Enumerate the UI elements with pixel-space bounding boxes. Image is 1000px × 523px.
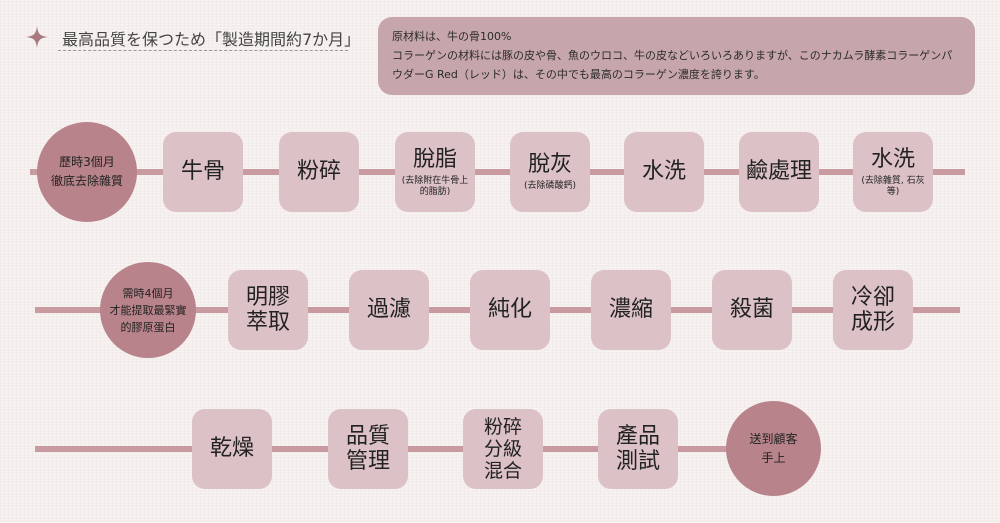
title-underline: [58, 50, 348, 51]
step-label: 過濾: [366, 297, 411, 322]
circle-text: 徹底去除雜質: [50, 174, 123, 188]
step-alkali: 鹼處理: [739, 132, 819, 212]
step-crush: 粉碎: [279, 132, 359, 212]
step-label: 分級: [483, 438, 522, 460]
phase-circle-1: 歷時3個月徹底去除雜質: [37, 122, 137, 222]
note-line: コラーゲンの材料には豚の皮や骨、魚のウロコ、牛の皮などいろいろありますが、このナ…: [392, 49, 953, 62]
step-sub: (去除磷酸鈣): [523, 181, 577, 191]
step-label: 成形: [850, 310, 895, 335]
step-label: 萃取: [245, 310, 290, 335]
circle-text: 歷時3個月: [59, 155, 115, 169]
step-product-test: 產品測試: [598, 409, 678, 489]
step-filter: 過濾: [349, 270, 429, 350]
step-label: 產品: [615, 424, 660, 449]
step-label: 濃縮: [608, 297, 653, 322]
step-label: 脫脂: [412, 146, 457, 172]
step-dry: 乾燥: [192, 409, 272, 489]
step-label: 乾燥: [209, 436, 254, 461]
step-label: 粉碎: [483, 416, 522, 438]
step-wash: 水洗: [624, 132, 704, 212]
step-label: 牛骨: [180, 159, 225, 184]
step-label: 測試: [615, 449, 660, 474]
step-sub: (去除附在牛骨上的脂肪): [401, 175, 469, 197]
step-purify: 純化: [470, 270, 550, 350]
connector-line: [30, 169, 965, 175]
step-cattle-bone: 牛骨: [163, 132, 243, 212]
step-label: 冷卻: [850, 285, 895, 310]
step-grind-grade-mix: 粉碎分級混合: [463, 409, 543, 489]
phase-circle-2: 需時4個月才能提取最緊實的膠原蛋白: [100, 262, 196, 358]
page-title: 最高品質を保つため「製造期間約7か月」: [62, 30, 361, 49]
circle-text: 需時4個月: [122, 286, 174, 300]
step-label: 管理: [345, 449, 390, 474]
step-concentrate: 濃縮: [591, 270, 671, 350]
step-quality-control: 品質管理: [328, 409, 408, 489]
sparkle-icon: [26, 26, 48, 48]
step-decalcify: 脫灰 (去除磷酸鈣): [510, 132, 590, 212]
circle-text: 才能提取最緊實: [109, 303, 187, 317]
phase-circle-3: 送到顧客手上: [726, 401, 821, 496]
step-label: 明膠: [245, 285, 290, 310]
info-note: 原材料は、牛の骨100% コラーゲンの材料には豚の皮や骨、魚のウロコ、牛の皮など…: [378, 17, 975, 95]
step-label: 殺菌: [729, 297, 774, 322]
step-label: 脫灰: [527, 152, 572, 177]
step-label: 鹼處理: [745, 159, 812, 184]
step-label: 混合: [483, 460, 522, 482]
circle-text: 送到顧客: [749, 431, 798, 446]
step-label: 粉碎: [296, 159, 341, 184]
step-label: 品質: [345, 424, 390, 449]
step-sterilize: 殺菌: [712, 270, 792, 350]
note-line: ウダーG Red（レッド）は、その中でも最高のコラーゲン濃度を誇ります。: [392, 68, 765, 81]
step-sub: (去除雜質, 石灰等): [861, 175, 925, 197]
step-label: 水洗: [641, 159, 686, 184]
step-label: 水洗: [870, 146, 915, 172]
step-cool-form: 冷卻成形: [833, 270, 913, 350]
step-wash-2: 水洗 (去除雜質, 石灰等): [853, 132, 933, 212]
note-line: 原材料は、牛の骨100%: [392, 30, 512, 43]
circle-text: 手上: [761, 450, 786, 465]
circle-text: 的膠原蛋白: [120, 320, 176, 334]
step-gelatin-extract: 明膠萃取: [228, 270, 308, 350]
step-label: 純化: [487, 297, 532, 322]
step-degrease: 脫脂 (去除附在牛骨上的脂肪): [395, 132, 475, 212]
